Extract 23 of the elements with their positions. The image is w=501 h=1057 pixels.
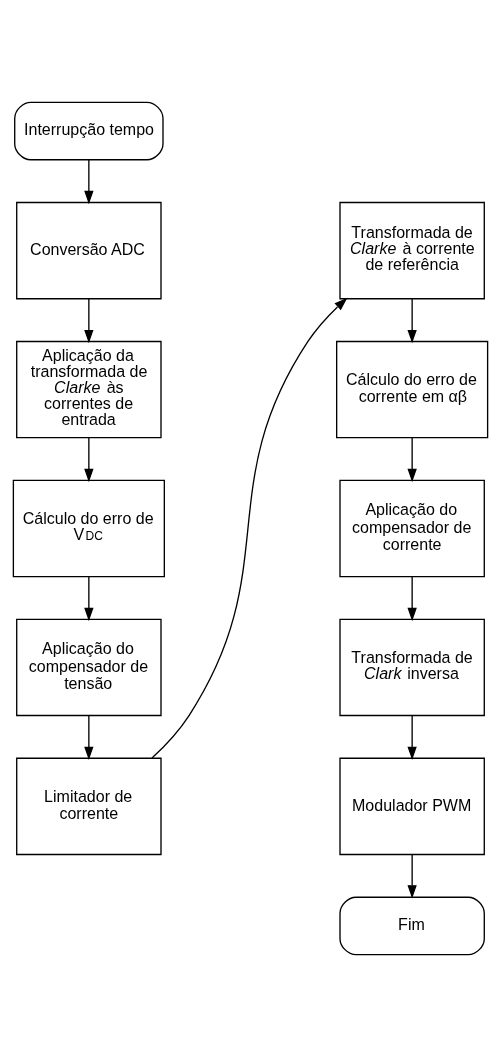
node-box: Aplicação do compensador de corrente: [339, 479, 485, 578]
node-box: Cálculo do erro de corrente em αβ: [336, 340, 489, 439]
arrow: [407, 853, 417, 899]
arrow: [84, 159, 94, 205]
node-box: Modulador PWM: [339, 757, 485, 856]
node-box: Limitador de corrente: [16, 757, 162, 856]
node-box: Conversão ADC: [16, 201, 162, 300]
node-box: Cálculo do erro de VDC: [12, 479, 165, 578]
arrow: [84, 715, 94, 761]
arrow: [407, 437, 417, 483]
arrow: [84, 437, 94, 483]
arrow: [84, 576, 94, 622]
node-box: Interrupção tempo: [14, 101, 164, 161]
node-box: Aplicação da transformada de Clarke às correntes de entrada: [16, 340, 162, 439]
node-box: Fim: [339, 896, 485, 956]
arrow: [407, 715, 417, 761]
node-box: Aplicação do compensador de tensão: [16, 618, 162, 717]
arrow: [407, 576, 417, 622]
arrow: [84, 298, 94, 344]
arrow: [407, 298, 417, 344]
arrow: [151, 297, 348, 759]
node-box: Transformada de Clarke à corrente de referência: [339, 201, 485, 300]
node-box: Transformada de Clark inversa: [339, 618, 485, 717]
